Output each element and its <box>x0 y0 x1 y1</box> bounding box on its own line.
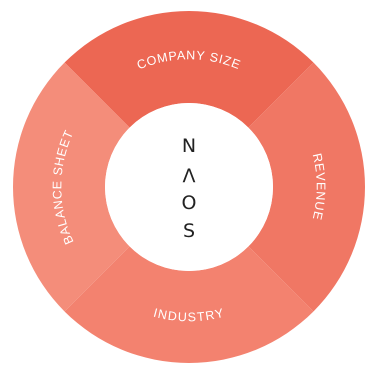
logo-letter-n: N <box>182 135 196 157</box>
label-revenue: REVENUE <box>310 152 328 222</box>
logo-letter-s: S <box>183 220 195 242</box>
center-circle <box>105 103 273 271</box>
logo-letter-lambda: Λ <box>183 165 196 187</box>
segment-balance-sheet <box>13 62 130 312</box>
segment-revenue <box>248 62 365 312</box>
logo-letter-o: O <box>182 192 197 214</box>
naos-logo: N Λ O S <box>182 135 197 242</box>
segment-industry <box>64 246 314 363</box>
segment-company-size <box>64 11 314 128</box>
label-industry: INDUSTRY <box>152 306 226 325</box>
